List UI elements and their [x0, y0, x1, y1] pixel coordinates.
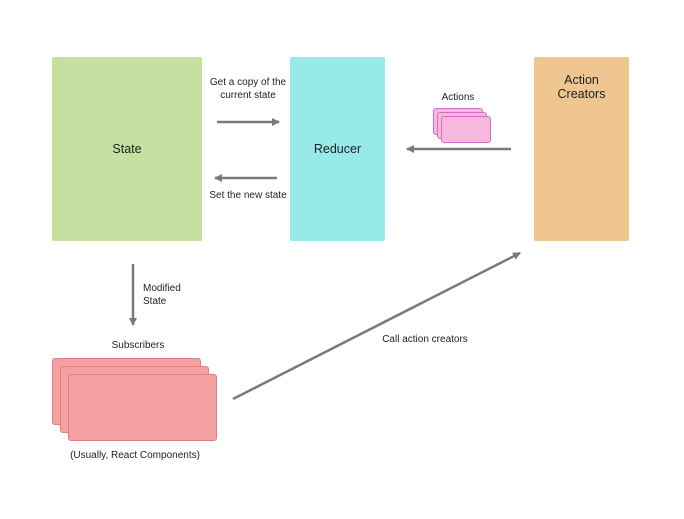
- subscribers-caption: (Usually, React Components): [70, 450, 200, 461]
- state-label: State: [112, 142, 142, 156]
- modified-state-label: Modified State: [143, 283, 181, 307]
- action-creators-label: Action Creators: [557, 73, 606, 101]
- action-creators-node: Action Creators: [534, 57, 629, 241]
- get-copy-label: Get a copy of the current state: [209, 77, 287, 101]
- call-action-creators-label: Call action creators: [382, 334, 468, 345]
- state-node: State: [52, 57, 202, 241]
- actions-label: Actions: [441, 92, 475, 103]
- subscribers-title: Subscribers: [111, 340, 165, 351]
- action-card: [441, 116, 491, 143]
- set-new-state-label: Set the new state: [209, 190, 287, 201]
- reducer-label: Reducer: [313, 142, 362, 156]
- arrow-subscribers-to-creators: [232, 251, 521, 401]
- subscriber-card: [68, 374, 217, 441]
- reducer-node: Reducer: [290, 57, 385, 241]
